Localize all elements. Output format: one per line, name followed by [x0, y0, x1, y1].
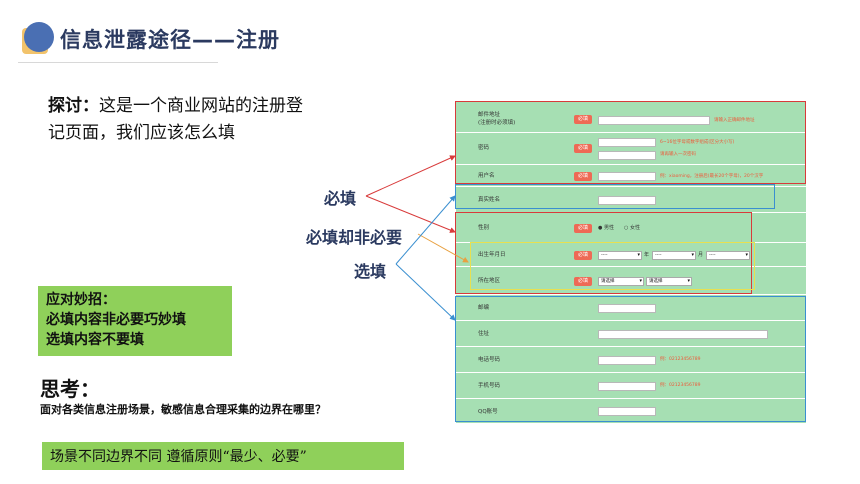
form-row-password: 密码 必填 6~16位字母或数字组成(区分大小写) 请再输入一次密码 — [456, 132, 806, 164]
address-input[interactable] — [598, 330, 768, 339]
think-heading: 思考： — [40, 377, 100, 401]
birthday-label: 出生年月日 — [478, 252, 506, 258]
username-input[interactable] — [598, 172, 656, 181]
email-sublabel: (注册时必须填) — [478, 120, 516, 126]
form-row-gender: 性别 必填 ● 男性 ○ 女性 — [456, 212, 806, 242]
birthday-year-select[interactable]: ---- — [598, 251, 642, 260]
required-badge: 必填 — [574, 251, 592, 260]
form-row-email: 邮件地址 (注册时必须填) 必填 请输入正确邮件地址 — [456, 100, 806, 132]
form-row-address: 住址 — [456, 320, 806, 346]
qq-input[interactable] — [598, 407, 656, 416]
title-decoration-icon — [22, 22, 54, 54]
answer-box: 场景不同边界不同 遵循原则“最少、必要” — [42, 442, 404, 470]
required-badge: 必填 — [574, 277, 592, 286]
password-confirm-hint: 请再输入一次密码 — [660, 152, 696, 157]
form-row-birthday: 出生年月日 必填 ---- 年 ---- 月 ---- — [456, 242, 806, 266]
email-label: 邮件地址 — [478, 112, 501, 118]
form-row-mobile: 手机号码 例：02123456789 — [456, 372, 806, 398]
arrow-optional-2 — [395, 263, 456, 321]
birthday-month-select[interactable]: ---- — [652, 251, 696, 260]
month-unit: 月 — [698, 252, 704, 258]
phone-input[interactable] — [598, 356, 656, 365]
region-province-select[interactable]: 请选择 — [598, 277, 644, 286]
form-row-qq: QQ账号 — [456, 398, 806, 423]
password-confirm-input[interactable] — [598, 151, 656, 160]
page-title: 信息泄露途径——注册 — [60, 28, 280, 52]
discussion-text: 探讨：这是一个商业网站的注册登记页面，我们应该怎么填 — [48, 93, 310, 147]
form-row-postcode: 邮编 — [456, 294, 806, 320]
required-badge: 必填 — [574, 172, 592, 181]
required-badge: 必填 — [574, 115, 592, 124]
password-input[interactable] — [598, 138, 656, 147]
email-hint: 请输入正确邮件地址 — [714, 118, 755, 123]
label-required: 必填 — [324, 189, 357, 208]
required-badge: 必填 — [574, 144, 592, 153]
region-label: 所在地区 — [478, 278, 501, 284]
region-city-select[interactable]: 请选择 — [646, 277, 692, 286]
tips-box: 应对妙招： 必填内容非必要巧妙填 选填内容不要填 — [38, 286, 232, 356]
mobile-input[interactable] — [598, 382, 656, 391]
form-row-realname: 真实姓名 — [456, 186, 806, 212]
email-input[interactable] — [598, 116, 710, 125]
mobile-label: 手机号码 — [478, 383, 501, 389]
gender-female-radio[interactable]: ○ 女性 — [624, 225, 640, 231]
realname-label: 真实姓名 — [478, 197, 501, 203]
discussion-body: 这是一个商业网站的注册登记页面，我们应该怎么填 — [48, 96, 303, 143]
mobile-hint: 例：02123456789 — [660, 383, 701, 388]
address-label: 住址 — [478, 331, 490, 337]
title-divider — [18, 62, 218, 63]
tips-heading: 应对妙招： — [46, 292, 116, 308]
tips-line-2: 选填内容不要填 — [46, 332, 144, 348]
gender-male-radio[interactable]: ● 男性 — [598, 225, 614, 231]
password-hint: 6~16位字母或数字组成(区分大小写) — [660, 140, 735, 145]
password-label: 密码 — [478, 145, 490, 151]
form-row-region: 所在地区 必填 请选择 请选择 — [456, 266, 806, 294]
required-badge: 必填 — [574, 224, 592, 233]
form-row-username: 用户名 必填 例：xiaoming，注册后(最长20个字母)，20个汉字 — [456, 164, 806, 186]
registration-form: 邮件地址 (注册时必须填) 必填 请输入正确邮件地址 密码 必填 6~16位字母… — [456, 100, 806, 423]
qq-label: QQ账号 — [478, 409, 498, 415]
postcode-input[interactable] — [598, 304, 656, 313]
gender-label: 性别 — [478, 225, 490, 231]
phone-label: 电话号码 — [478, 357, 501, 363]
discussion-label: 探讨： — [48, 96, 99, 116]
arrow-optional-1 — [395, 195, 456, 265]
phone-hint: 例：02123456789 — [660, 357, 701, 362]
realname-input[interactable] — [598, 196, 656, 205]
form-row-phone: 电话号码 例：02123456789 — [456, 346, 806, 372]
username-label: 用户名 — [478, 173, 495, 179]
arrow-required-1 — [365, 155, 456, 197]
birthday-day-select[interactable]: ---- — [706, 251, 750, 260]
username-hint: 例：xiaoming，注册后(最长20个字母)，20个汉字 — [660, 174, 764, 179]
tips-line-1: 必填内容非必要巧妙填 — [46, 312, 186, 328]
label-required-not-needed: 必填却非必要 — [306, 228, 403, 247]
year-unit: 年 — [644, 252, 650, 258]
postcode-label: 邮编 — [478, 305, 490, 311]
label-optional: 选填 — [354, 262, 387, 281]
think-question: 面对各类信息注册场景，敏感信息合理采集的边界在哪里？ — [40, 403, 326, 416]
